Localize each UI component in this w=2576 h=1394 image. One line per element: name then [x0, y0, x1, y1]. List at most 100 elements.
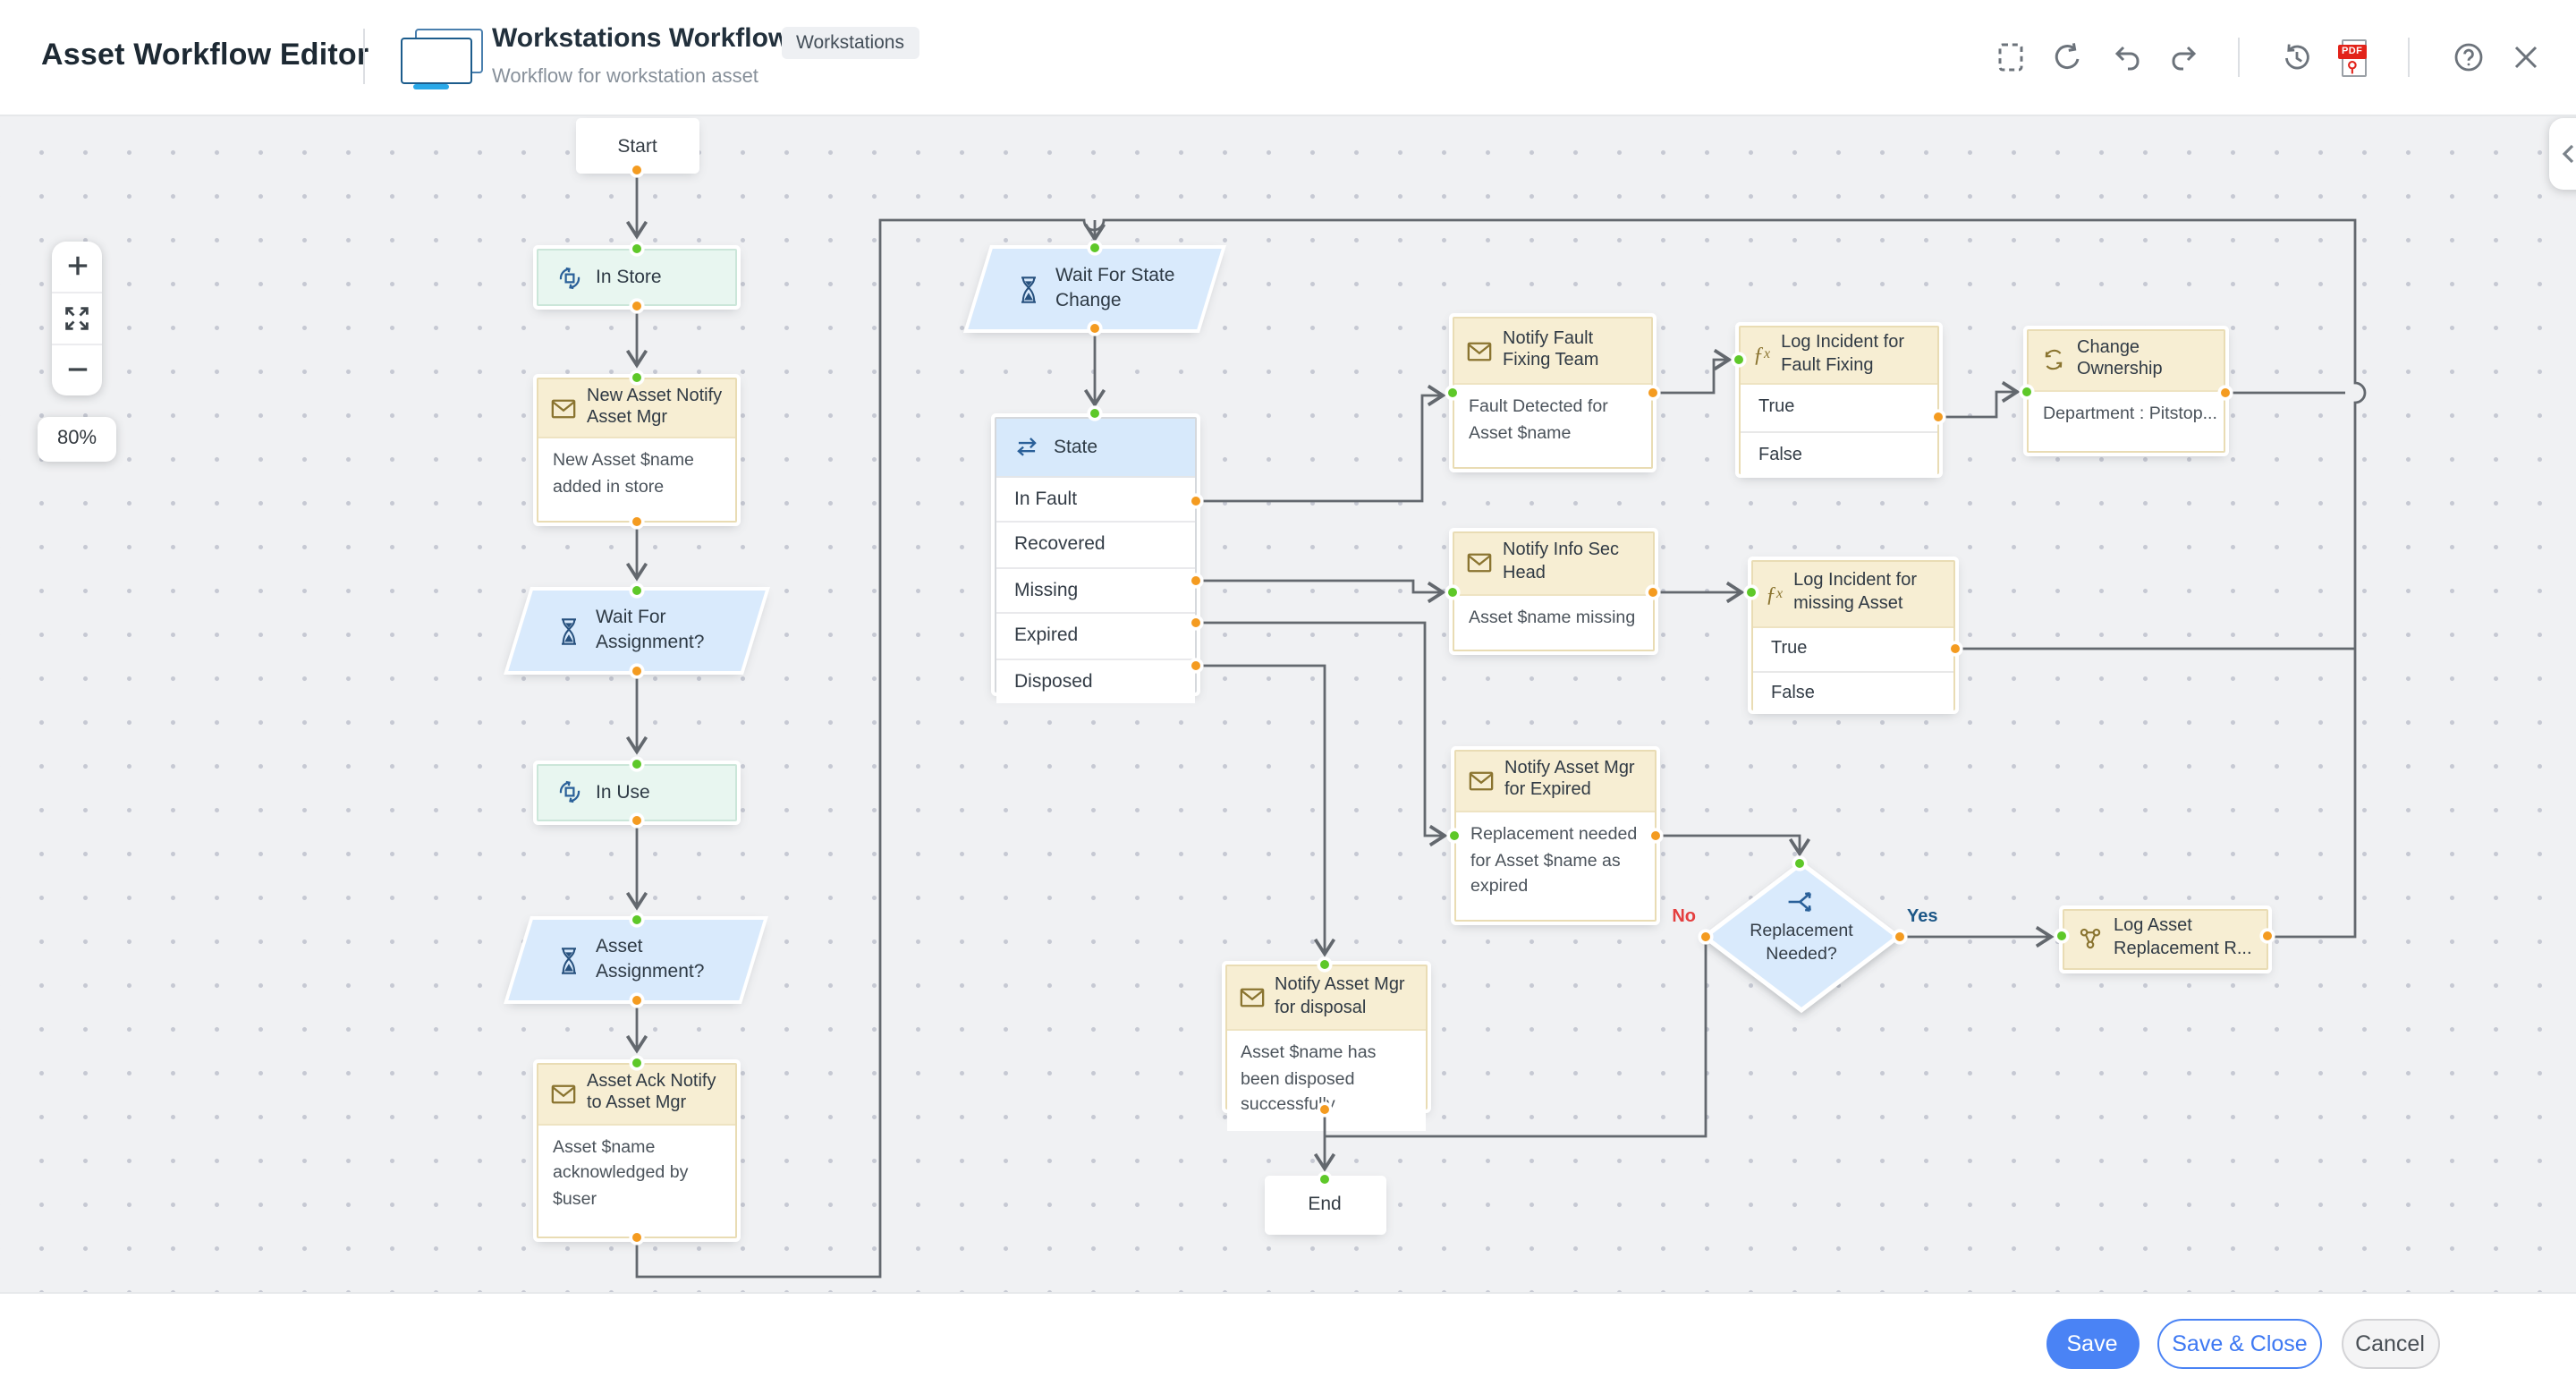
node-title: Log Incident for missing Asset	[1793, 571, 1917, 614]
workflow-subtitle: Workflow for workstation asset	[492, 66, 758, 88]
hourglass-icon	[1015, 274, 1040, 302]
node-in-store[interactable]: In Store	[537, 249, 737, 306]
state-option-in-fault[interactable]: In Fault	[996, 477, 1194, 521]
zoom-out-button[interactable]	[52, 343, 102, 395]
state-option-expired[interactable]: Expired	[996, 612, 1194, 658]
node-asset-assignment[interactable]: Asset Assignment?	[508, 920, 763, 1000]
node-replacement-needed[interactable]: Replacement Needed?	[1750, 921, 1853, 964]
email-icon	[551, 398, 576, 418]
node-state[interactable]: State In Fault Recovered Missing Expired…	[995, 417, 1196, 703]
branch-false[interactable]: False	[1741, 430, 1937, 478]
node-wait-for-state-change[interactable]: Wait For State Change	[967, 248, 1220, 328]
linked-nodes-icon	[2076, 925, 2103, 952]
node-title: State	[1054, 436, 1098, 458]
node-title: Asset Ack Notify to Asset Mgr	[587, 1071, 716, 1114]
node-body: Replacement needed for Asset $name as ex…	[1456, 812, 1655, 912]
close-icon[interactable]	[2510, 41, 2542, 73]
redo-button[interactable]	[2168, 41, 2200, 73]
history-button[interactable]	[2280, 41, 2312, 73]
node-body: New Asset $name added in store	[538, 438, 735, 512]
node-in-use[interactable]: In Use	[537, 764, 737, 820]
help-button[interactable]	[2452, 41, 2484, 73]
zoom-controls	[52, 241, 102, 395]
chevron-left-icon	[2562, 143, 2574, 163]
zoom-in-button[interactable]	[52, 241, 102, 291]
branch-false[interactable]: False	[1753, 670, 1953, 714]
email-icon	[551, 1084, 576, 1104]
node-log-asset-replacement[interactable]: Log Asset Replacement R...	[2062, 908, 2267, 969]
state-option-disposed[interactable]: Disposed	[996, 658, 1194, 703]
branch-true[interactable]: True	[1753, 628, 1953, 670]
node-change-ownership[interactable]: Change Ownership Department : Pitstop...	[2027, 329, 2225, 452]
toolbar-divider	[2408, 38, 2410, 77]
workflow-title: Workstations Workflow	[492, 23, 790, 54]
node-body: Asset $name has been disposed successful…	[1226, 1031, 1426, 1130]
node-body: Asset $name acknowledged by $user	[538, 1125, 735, 1224]
email-icon	[1239, 988, 1264, 1007]
zoom-level[interactable]: 80%	[38, 416, 116, 461]
toolbar-divider	[2238, 38, 2240, 77]
node-title: Notify Fault Fixing Team	[1503, 328, 1599, 370]
node-title: Notify Asset Mgr for Expired	[1504, 758, 1635, 801]
node-notify-info-sec[interactable]: Notify Info Sec Head Asset $name missing	[1453, 531, 1655, 650]
header: Asset Workflow Editor Workstations Workf…	[0, 0, 2576, 115]
footer-bar: Save Save & Close Cancel	[0, 1291, 2576, 1394]
refresh-button[interactable]	[2052, 41, 2084, 73]
hourglass-icon	[556, 946, 581, 974]
node-title: Notify Asset Mgr for disposal	[1275, 975, 1405, 1017]
node-body: Department : Pitstop...	[2029, 391, 2224, 438]
node-start[interactable]: Start	[580, 122, 695, 170]
cancel-button[interactable]: Cancel	[2341, 1319, 2439, 1369]
fit-screen-button[interactable]	[52, 291, 102, 343]
node-title: New Asset Notify Asset Mgr	[587, 386, 723, 428]
edge-label-no: No	[1672, 907, 1696, 927]
branch-true[interactable]: True	[1741, 385, 1937, 430]
node-title: Wait For State Change	[1055, 264, 1174, 310]
node-label: Start	[617, 135, 657, 157]
node-body: Asset $name missing	[1454, 596, 1653, 643]
node-title: Change Ownership	[2077, 337, 2163, 380]
header-divider	[363, 29, 365, 84]
node-title: Wait For Assignment?	[596, 607, 705, 652]
hourglass-icon	[556, 616, 581, 645]
edge-label-yes: Yes	[1907, 907, 1938, 927]
email-icon	[1469, 771, 1494, 791]
node-label: In Use	[596, 781, 650, 803]
state-option-recovered[interactable]: Recovered	[996, 521, 1194, 566]
two-way-arrows-icon	[1013, 436, 1041, 459]
workflow-canvas[interactable]: Start In Store New Asset Notify Asset Mg…	[0, 114, 2576, 1291]
node-body: Fault Detected for Asset $name	[1454, 385, 1651, 458]
node-title: Log Incident for Fault Fixing	[1781, 333, 1904, 375]
node-wait-for-assignment[interactable]: Wait For Assignment?	[508, 591, 765, 671]
export-pdf-button[interactable]: PDF ⚲	[2338, 39, 2367, 77]
node-label: In Store	[596, 267, 662, 288]
panel-expand-tab[interactable]	[2549, 117, 2576, 189]
undo-button[interactable]	[2110, 41, 2142, 73]
node-notify-fault-fixing[interactable]: Notify Fault Fixing Team Fault Detected …	[1453, 317, 1653, 469]
state-cycle-icon	[556, 779, 583, 806]
node-notify-disposal[interactable]: Notify Asset Mgr for disposal Asset $nam…	[1224, 965, 1428, 1130]
node-title: Asset Assignment?	[596, 936, 705, 982]
node-title: Log Asset Replacement R...	[2114, 916, 2252, 958]
state-option-missing[interactable]: Missing	[996, 566, 1194, 612]
page-title: Asset Workflow Editor	[41, 38, 369, 72]
email-icon	[1467, 554, 1492, 574]
circular-arrows-icon	[2041, 348, 2066, 373]
node-label: End	[1308, 1194, 1342, 1216]
node-new-asset-notify[interactable]: New Asset Notify Asset Mgr New Asset $na…	[537, 378, 737, 522]
save-button[interactable]: Save	[2046, 1319, 2139, 1369]
node-notify-expired[interactable]: Notify Asset Mgr for Expired Replacement…	[1454, 749, 1657, 922]
email-icon	[1467, 341, 1492, 361]
node-title: Notify Info Sec Head	[1503, 540, 1620, 583]
node-end[interactable]: End	[1267, 1179, 1382, 1230]
node-asset-ack-notify[interactable]: Asset Ack Notify to Asset Mgr Asset $nam…	[537, 1063, 737, 1237]
state-cycle-icon	[556, 264, 583, 291]
select-region-button[interactable]	[1994, 41, 2026, 73]
save-and-close-button[interactable]: Save & Close	[2157, 1319, 2322, 1369]
